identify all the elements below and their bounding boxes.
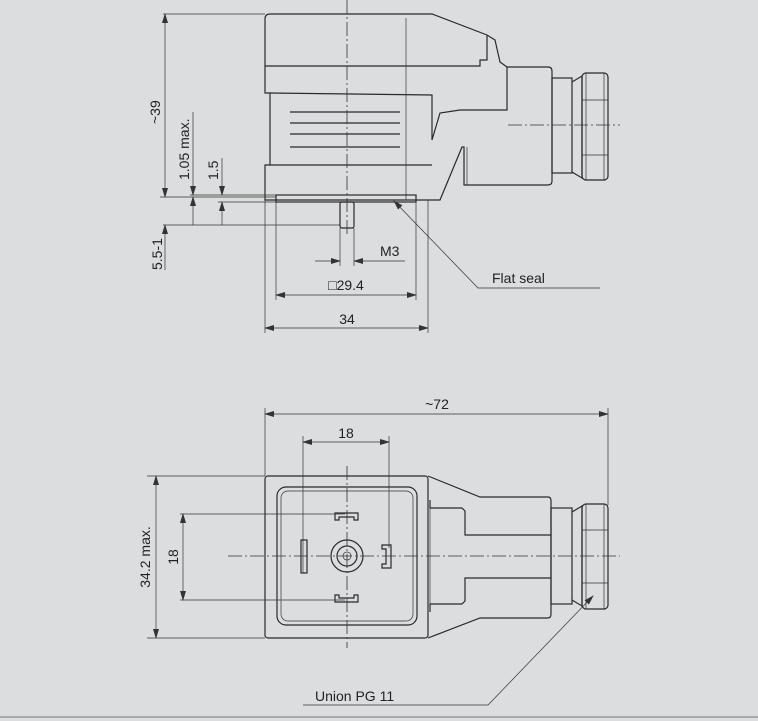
union-nut xyxy=(551,72,609,181)
flat-seal xyxy=(275,194,417,203)
ribs xyxy=(290,111,400,148)
dim-square-label: □29.4 xyxy=(328,277,364,293)
flat-seal-leader xyxy=(393,200,600,289)
front-view: ~72 18 34.2 m xyxy=(137,396,620,706)
dim-height-label: ~39 xyxy=(147,100,163,124)
dim-pitch-v-label: 18 xyxy=(165,549,181,565)
connector-face xyxy=(264,475,429,639)
dim-seal-max-label: 1.05 max. xyxy=(176,119,192,180)
union-callout: Union PG 11 xyxy=(315,688,394,704)
flat-seal-callout: Flat seal xyxy=(492,270,545,286)
side-view: ~39 1.05 max. 1.5 5.5-1 M3 □29.4 34 Flat… xyxy=(147,0,620,333)
dim-length-label: ~72 xyxy=(425,396,449,412)
dim-thread-label: M3 xyxy=(380,243,400,259)
dim-pitch-h-label: 18 xyxy=(338,425,354,441)
dim-pin-label: 5.5-1 xyxy=(149,238,165,270)
union-leader xyxy=(303,595,594,706)
contacts xyxy=(300,512,392,603)
dim-seal-label: 1.5 xyxy=(205,160,221,180)
dim-width-label: 34 xyxy=(339,311,355,327)
housing-outline xyxy=(264,13,553,201)
union-nut-front xyxy=(550,503,609,610)
dim-height-front-label: 34.2 max. xyxy=(137,526,153,587)
